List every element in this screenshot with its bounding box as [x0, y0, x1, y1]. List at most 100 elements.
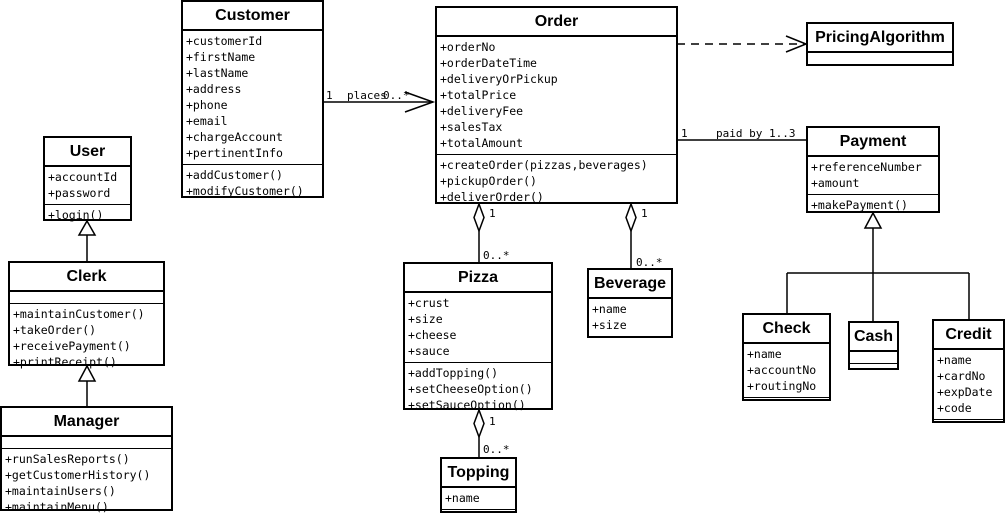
order-class: Order +orderNo +orderDateTime +deliveryOrPi…	[435, 6, 678, 204]
attribute: +name	[747, 347, 782, 361]
attribute: +cardNo	[937, 369, 986, 383]
topping-attributes-compartment: +name	[442, 488, 515, 510]
clerk-class-name: Clerk	[10, 263, 163, 292]
pricing-dependency	[677, 35, 809, 53]
operation: +addTopping()	[408, 366, 499, 380]
attribute: +deliveryOrPickup	[440, 72, 558, 86]
operation: +makePayment()	[811, 198, 908, 212]
customer-operations-compartment: +addCustomer() +modifyCustomer()	[183, 165, 322, 202]
attribute: +totalAmount	[440, 136, 524, 150]
manager-class: Manager +runSalesReports() +getCustomerHis…	[0, 406, 173, 514]
attribute: +address	[186, 82, 242, 96]
manager-clerk-generalization	[77, 364, 97, 407]
attribute: +amount	[811, 176, 860, 190]
user-class-name: User	[45, 138, 130, 167]
attribute: +chargeAccount	[186, 130, 283, 144]
attribute: +size	[408, 312, 443, 326]
attribute: +expDate	[937, 385, 993, 399]
credit-attributes-compartment: +name+cardNo+expDate+code	[934, 350, 1003, 420]
pizza-operations-compartment: +addTopping() +setCheeseOption() +setSauce…	[405, 363, 551, 416]
attribute: +routingNo	[747, 379, 817, 393]
pizza-attributes-compartment: +crust +size +cheese +sauce	[405, 293, 551, 363]
operation: +addCustomer()	[186, 168, 283, 182]
user-operations-compartment: +login()	[45, 205, 130, 226]
cash-attributes-compartment	[850, 352, 897, 364]
topping-class: Topping +name	[440, 457, 517, 513]
clerk-class: Clerk+maintainCustomer()+takeOrder()+rec…	[8, 261, 165, 369]
pricing-attributes-compartment	[808, 53, 952, 65]
pizza-topping-mult-top: 1	[489, 415, 496, 428]
operation: +createOrder(pizzas,beverages)	[440, 158, 648, 172]
operation: +maintainMenu()	[5, 500, 109, 514]
cash-class-name: Cash	[850, 323, 897, 352]
operation: +maintainUsers()	[5, 484, 116, 498]
clerk-user-generalization	[77, 219, 97, 262]
operation: +login()	[48, 208, 104, 222]
attribute: +phone	[186, 98, 228, 112]
order-operations-compartment: +createOrder(pizzas,beverages)+pickupOrd…	[437, 155, 676, 208]
order-pizza-aggregation	[473, 201, 485, 263]
pricing-class-name: PricingAlgorithm	[808, 24, 952, 53]
manager-class-name: Manager	[2, 408, 171, 437]
paid-mult-right: 1..3	[769, 127, 796, 140]
operation: +setCheeseOption()	[408, 382, 533, 396]
payment-generalization	[786, 211, 970, 322]
payment-class: Payment+referenceNumber+amount +makePayme…	[806, 126, 940, 213]
attribute: +firstName	[186, 50, 256, 64]
attribute: +accountNo	[747, 363, 817, 377]
attribute: +deliveryFee	[440, 104, 524, 118]
attribute: +lastName	[186, 66, 249, 80]
order-beverage-aggregation	[625, 201, 637, 268]
pizza-class: Pizza +crust +size +cheese +sauce +addTopping…	[403, 262, 553, 412]
beverage-attributes-compartment: +name+size	[589, 299, 671, 337]
operation: +getCustomerHistory()	[5, 468, 151, 482]
order-pizza-mult-bottom: 0..*	[483, 249, 510, 262]
order-beverage-mult-top: 1	[641, 207, 648, 220]
operation: +modifyCustomer()	[186, 184, 304, 198]
pricing-algorithm-class: PricingAlgorithm	[806, 22, 954, 66]
beverage-class-name: Beverage	[589, 270, 671, 299]
paid-by-label: paid by	[716, 127, 763, 140]
customer-class-name: Customer	[183, 2, 322, 31]
order-attributes-compartment: +orderNo +orderDateTime +deliveryOrPickup +…	[437, 37, 676, 155]
manager-attributes-compartment	[2, 437, 171, 449]
attribute: +orderDateTime	[440, 56, 537, 70]
operation: +runSalesReports()	[5, 452, 130, 466]
attribute: +code	[937, 401, 972, 415]
check-class: Check+name+accountNo+routingNo	[742, 313, 831, 401]
operation: +takeOrder()	[13, 323, 97, 337]
clerk-attributes-compartment	[10, 292, 163, 304]
payment-attributes-compartment: +referenceNumber+amount	[808, 157, 938, 195]
user-attributes-compartment: +accountId +password	[45, 167, 130, 205]
places-mult-left: 1	[326, 89, 333, 102]
beverage-operations-compartment	[589, 337, 671, 348]
pizza-class-name: Pizza	[405, 264, 551, 293]
attribute: +totalPrice	[440, 88, 517, 102]
places-label: places	[347, 89, 387, 102]
attribute: +accountId	[48, 170, 118, 184]
customer-attributes-compartment: +customerId+firstName+lastName+address+p…	[183, 31, 322, 165]
credit-class: Credit+name+cardNo+expDate+code	[932, 319, 1005, 423]
order-class-name: Order	[437, 8, 676, 37]
operation: +setSauceOption()	[408, 398, 526, 412]
attribute: +sauce	[408, 344, 450, 358]
clerk-operations-compartment: +maintainCustomer()+takeOrder()+receiveP…	[10, 304, 163, 373]
credit-operations-compartment	[934, 420, 1003, 431]
attribute: +salesTax	[440, 120, 503, 134]
operation: +printReceipt()	[13, 355, 117, 369]
attribute: +size	[592, 318, 627, 332]
attribute: +name	[445, 491, 480, 505]
credit-class-name: Credit	[934, 321, 1003, 350]
attribute: +cheese	[408, 328, 457, 342]
topping-operations-compartment	[442, 510, 515, 521]
attribute: +orderNo	[440, 40, 496, 54]
attribute: +password	[48, 186, 111, 200]
attribute: +crust	[408, 296, 450, 310]
operation: +receivePayment()	[13, 339, 131, 353]
topping-class-name: Topping	[442, 459, 515, 488]
pizza-topping-aggregation	[473, 407, 485, 457]
payment-class-name: Payment	[808, 128, 938, 157]
places-association	[323, 91, 436, 113]
cash-class: Cash	[848, 321, 899, 370]
